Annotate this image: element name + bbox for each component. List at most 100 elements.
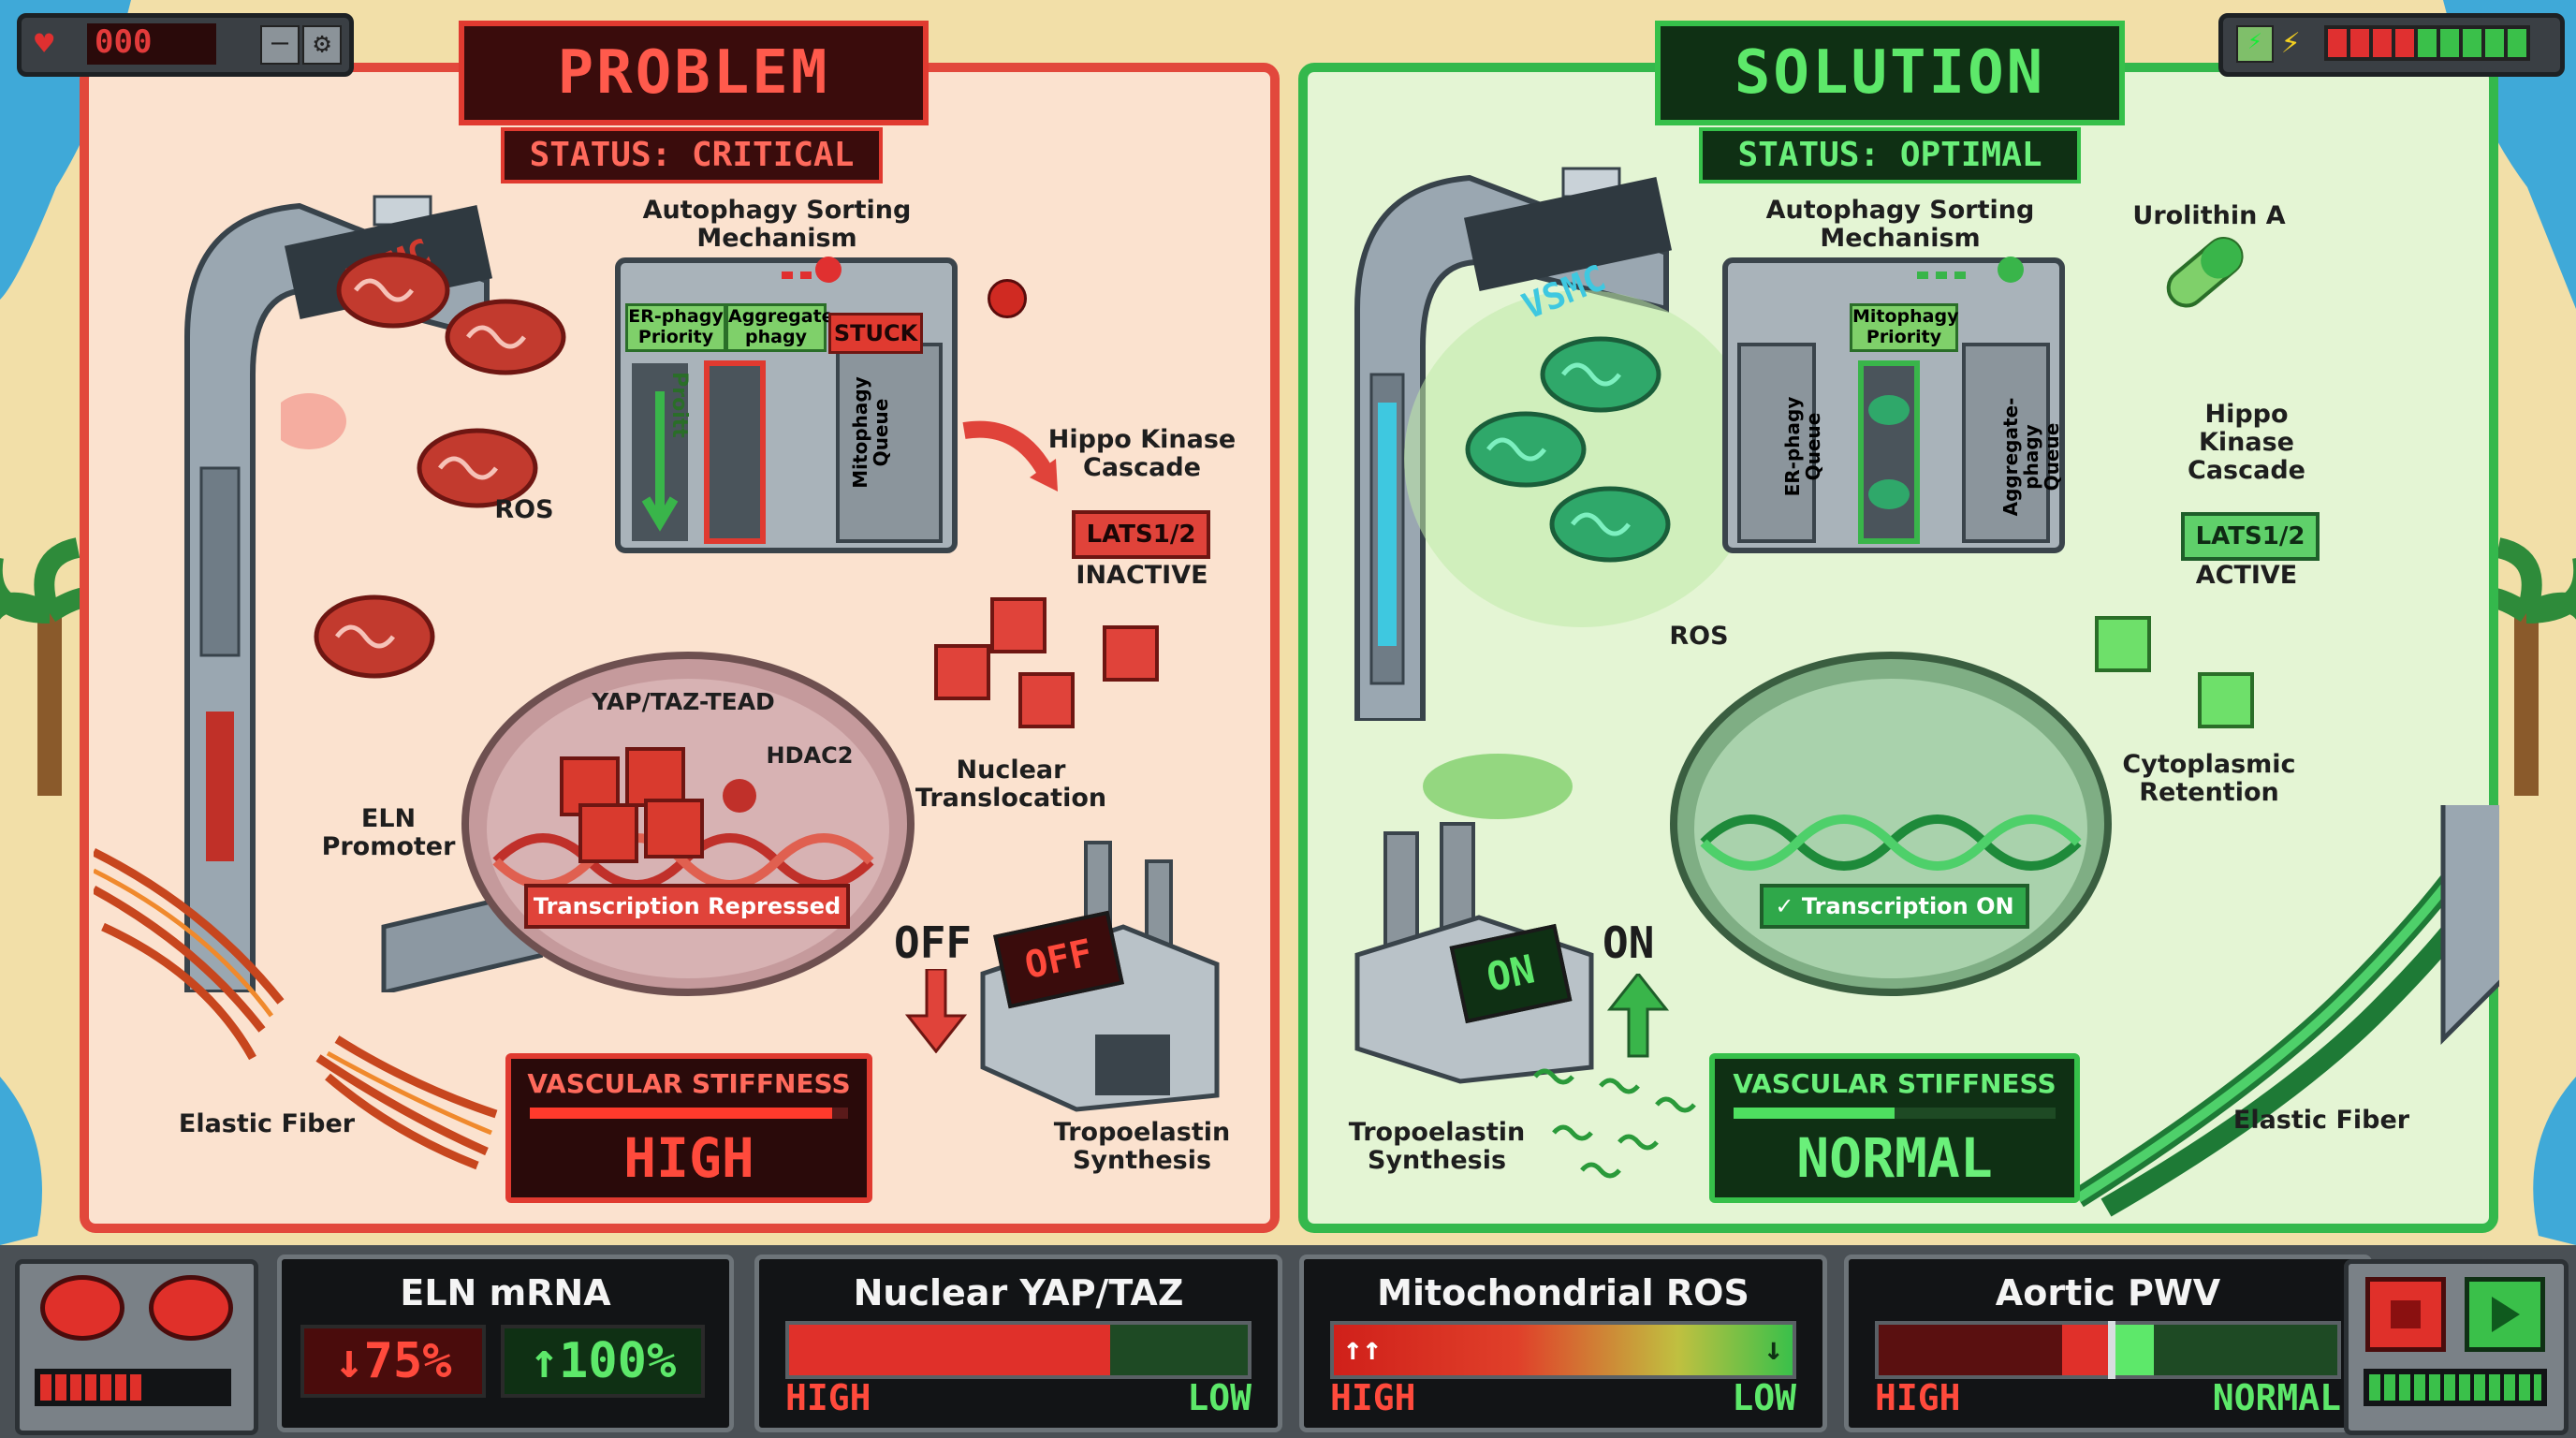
tropoelastin-label-solution: Tropoelastin Synthesis [1348, 1118, 1526, 1175]
on-label: ON [1603, 917, 1655, 968]
ros-up-arrows: ↑↑ [1343, 1330, 1382, 1368]
mito-1 [336, 252, 450, 329]
play-button[interactable] [2465, 1277, 2545, 1352]
nucleus-solution [1670, 652, 2112, 996]
minimize-button[interactable]: – [260, 25, 300, 65]
lats-state-inactive: INACTIVE [1076, 561, 1208, 590]
score-counter: 000 [87, 23, 216, 65]
yap-high-label: HIGH [785, 1377, 871, 1418]
energy-bar [2324, 25, 2530, 61]
autophagy-label-solution: Autophagy Sorting Mechanism [1765, 196, 2035, 253]
solution-status-badge: STATUS: OPTIMAL [1699, 127, 2081, 183]
settings-gear-icon[interactable]: ⚙ [302, 25, 342, 65]
stiffness-value-normal: NORMAL [1796, 1126, 1993, 1190]
yap-smiling-blocks [2095, 616, 2254, 728]
meter-yap-title: Nuclear YAP/TAZ [853, 1272, 1184, 1313]
red-button-b[interactable] [149, 1275, 233, 1341]
tropoelastin-particles [1533, 1068, 1696, 1179]
solution-title: SOLUTION [1655, 21, 2125, 125]
stiffness-bar-problem [530, 1108, 848, 1119]
slot-stuck-badge: STUCK [828, 313, 923, 354]
eln-up-value: ↑100% [501, 1325, 705, 1398]
conveyor-text-problem: Proitt [666, 372, 691, 438]
transcription-repressed-badge: Transcription Repressed [524, 884, 850, 929]
ros-label-solution: ROS [1669, 622, 1729, 651]
hippo-label-problem: Hippo Kinase Cascade [1047, 425, 1237, 482]
power-icon: ⚡ [2236, 25, 2274, 63]
urolithin-pill-icon [2166, 237, 2244, 308]
stop-button[interactable] [2365, 1277, 2446, 1352]
yap-taz-tead-label: YAP/TAZ-TEAD [592, 688, 775, 715]
tropoelastin-label-problem: Tropoelastin Synthesis [1053, 1118, 1231, 1175]
off-label: OFF [894, 917, 973, 968]
hud-energy-panel: ⚡ ⚡ [2218, 13, 2565, 77]
meter-ros-title: Mitochondrial ROS [1377, 1272, 1749, 1313]
yap-bar [785, 1321, 1251, 1379]
mito-healthy-2 [1465, 411, 1587, 488]
mito-healthy-1 [1540, 336, 1661, 413]
elastic-fiber-label-problem: Elastic Fiber [178, 1109, 356, 1138]
autophagy-machine-solution [1722, 257, 2065, 553]
ros-low-label: LOW [1732, 1377, 1796, 1418]
aggregate-phagy-queue-label: Aggregate-phagy Queue [1999, 397, 2063, 517]
heart-icon: ♥ [35, 25, 54, 63]
eln-promoter-label: ELN Promoter [321, 804, 456, 861]
lats-state-active: ACTIVE [2195, 561, 2298, 590]
pwv-normal-label: NORMAL [2212, 1377, 2341, 1418]
hud-health-panel: ♥ 000 – ⚙ [17, 13, 354, 77]
yap-low-label: LOW [1187, 1377, 1251, 1418]
eln-down-value: ↓75% [300, 1325, 486, 1398]
slot-er-phagy-priority: ER-phagy Priority [625, 303, 726, 352]
slot-aggregate-phagy: Aggregate- phagy [725, 303, 841, 352]
stiffness-title-solution: VASCULAR STIFFNESS [1733, 1068, 2056, 1099]
meter-mito-ros: Mitochondrial ROS ↑↑ ↓ HIGH LOW [1299, 1255, 1827, 1432]
autophagy-label-problem: Autophagy Sorting Mechanism [642, 196, 912, 253]
play-icon [2492, 1297, 2520, 1332]
meter-nuclear-yap: Nuclear YAP/TAZ HIGH LOW [754, 1255, 1282, 1432]
mitophagy-queue-label: Mitophagy Queue [849, 376, 892, 489]
elastic-fiber-braided [2072, 805, 2499, 1217]
problem-title: PROBLEM [459, 21, 929, 125]
cytoplasmic-retention-label: Cytoplasmic Retention [2122, 750, 2296, 807]
mitochondria-healthy-cluster [1465, 336, 1671, 563]
meter-eln-title: ELN mRNA [400, 1272, 611, 1313]
red-button-a[interactable] [40, 1275, 124, 1341]
mito-3 [417, 428, 538, 508]
stiffness-bar-solution [1734, 1108, 2056, 1119]
hippo-label-solution: Hippo Kinase Cascade [2188, 400, 2305, 485]
down-arrow-red-icon [904, 969, 968, 1053]
right-control-pad [2344, 1259, 2569, 1435]
nuclear-translocation-label: Nuclear Translocation [915, 756, 1107, 813]
pwv-bar [1875, 1321, 2341, 1379]
stiffness-gauge-solution: VASCULAR STIFFNESS NORMAL [1709, 1053, 2080, 1203]
ros-gradient-bar: ↑↑ ↓ [1330, 1321, 1796, 1379]
meter-aortic-pwv: Aortic PWV HIGH NORMAL [1844, 1255, 2372, 1432]
green-level-bar [2364, 1369, 2547, 1406]
left-control-pad [15, 1259, 258, 1435]
mito-healthy-3 [1549, 486, 1671, 563]
er-phagy-queue-label: ER-phagy Queue [1781, 396, 1824, 497]
lats-chip-problem: LATS1/2 [1072, 510, 1210, 559]
yap-angry-blocks [934, 597, 1159, 728]
mito-4 [314, 594, 435, 679]
meter-pwv-title: Aortic PWV [1995, 1272, 2221, 1313]
pwv-high-label: HIGH [1875, 1377, 1961, 1418]
red-arrow-to-hippo-icon [962, 420, 1058, 492]
urolithin-label: Urolithin A [2132, 201, 2286, 230]
transcription-on-badge: ✓ Transcription ON [1760, 884, 2029, 929]
up-arrow-green-icon [1606, 974, 1670, 1058]
machine-lever-knob[interactable] [988, 279, 1027, 318]
ros-down-arrow: ↓ [1764, 1330, 1783, 1368]
elastic-fiber-label-solution: Elastic Fiber [2232, 1106, 2410, 1135]
lightning-icon: ⚡ [2281, 23, 2301, 61]
ros-label-problem: ROS [494, 495, 554, 524]
lats-chip-solution: LATS1/2 [2181, 512, 2320, 561]
stiffness-gauge-problem: VASCULAR STIFFNESS HIGH [505, 1053, 872, 1203]
elastic-fiber-broken [94, 847, 498, 1170]
mito-2 [445, 299, 566, 375]
mitochondria-damaged-cluster [281, 252, 566, 679]
ros-high-label: HIGH [1330, 1377, 1416, 1418]
problem-status-badge: STATUS: CRITICAL [501, 127, 883, 183]
hdac2-label: HDAC2 [766, 742, 854, 769]
factory-on-icon [1354, 754, 1594, 1084]
